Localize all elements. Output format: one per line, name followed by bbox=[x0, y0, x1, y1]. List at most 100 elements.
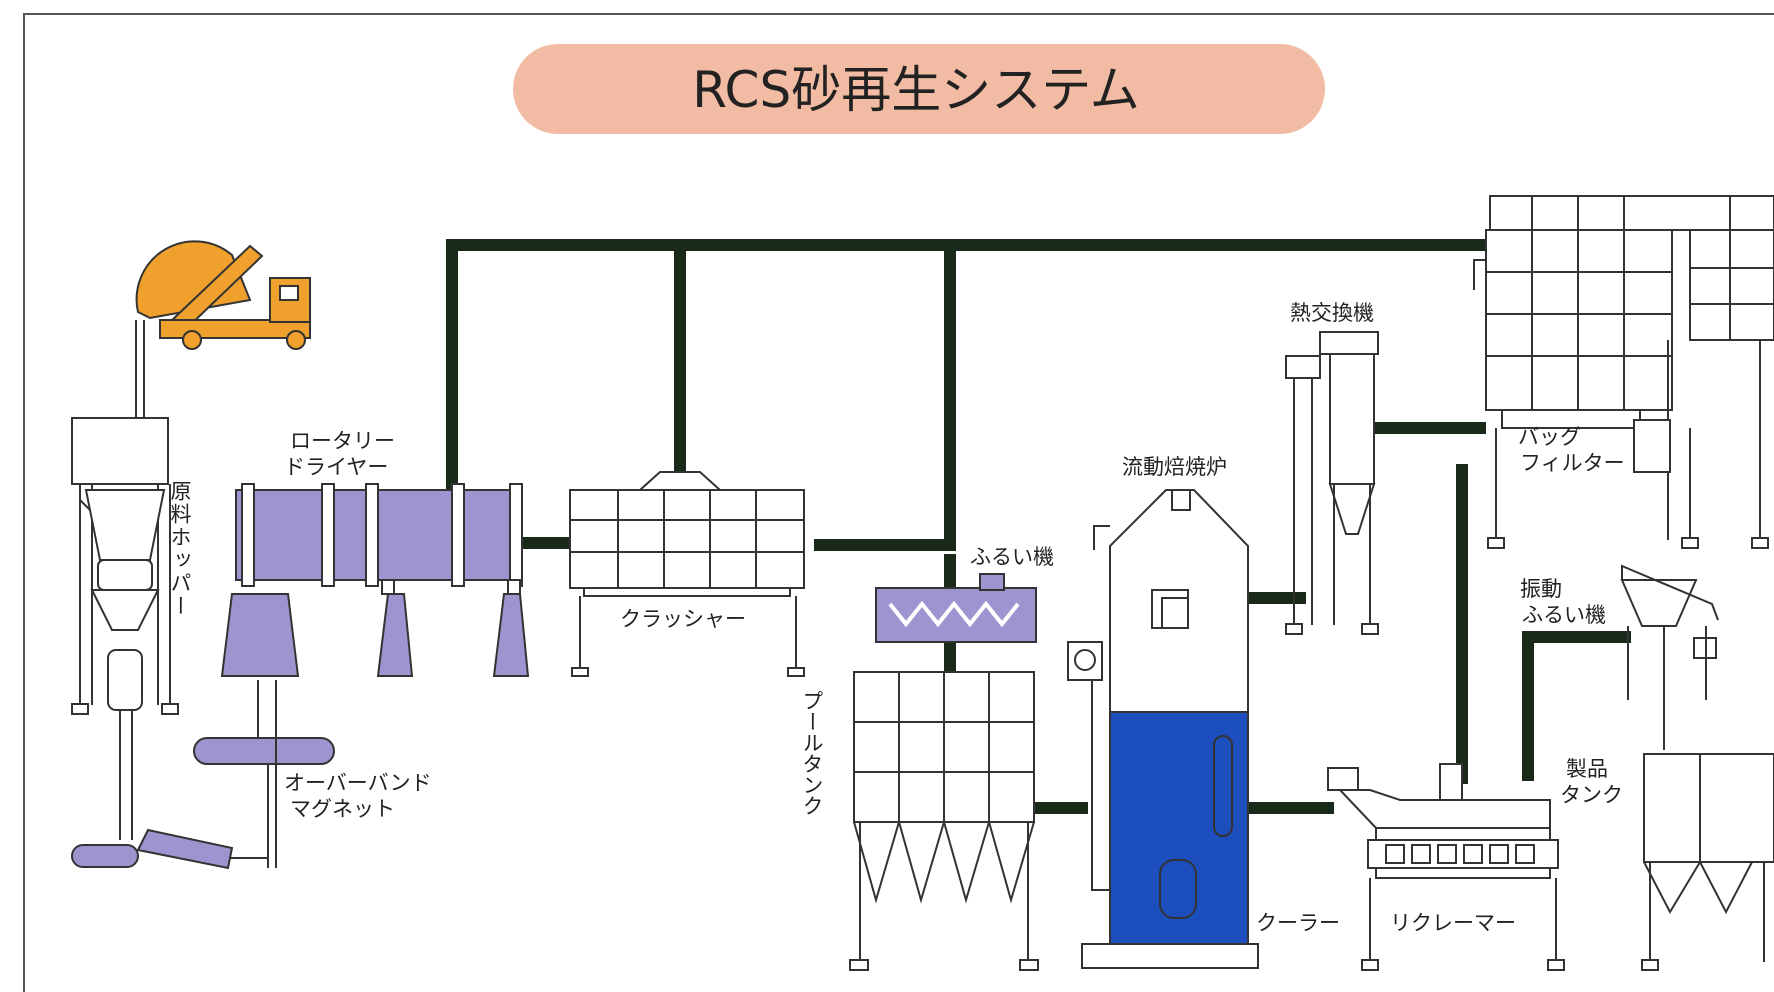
magnet-belt bbox=[193, 737, 335, 765]
label-overband-magnet-2: マグネット bbox=[290, 797, 395, 821]
screen-spring bbox=[888, 600, 1020, 628]
label-reclaimer: リクレーマー bbox=[1390, 911, 1516, 935]
truck-wheel bbox=[286, 330, 306, 350]
title-banner: RCS砂再生システム bbox=[513, 44, 1325, 134]
hopper-neck bbox=[97, 559, 153, 591]
duct-reclaimer-vibscreen bbox=[1522, 631, 1631, 781]
vibrating-screen bbox=[1620, 564, 1719, 750]
label-pool-tank: プールタンク bbox=[800, 690, 824, 816]
roaster-stack bbox=[1171, 489, 1191, 511]
bagfilter-foot bbox=[1487, 537, 1505, 549]
roaster-side-pipe bbox=[1091, 650, 1110, 891]
reclaimer-foot bbox=[1361, 959, 1379, 971]
label-rotary-dryer-1: ロータリー bbox=[290, 429, 395, 453]
reclaimer-foot bbox=[1547, 959, 1565, 971]
hopper-foot bbox=[71, 703, 89, 715]
reclaimer bbox=[1327, 763, 1565, 971]
crusher-foot bbox=[787, 667, 805, 677]
roaster-gauge bbox=[1213, 735, 1233, 837]
outer-border bbox=[23, 13, 1774, 992]
fluid-roaster bbox=[1067, 489, 1259, 969]
hx-top bbox=[1319, 331, 1379, 355]
label-overband-magnet-1: オーバーバンド bbox=[284, 771, 432, 795]
dump-truck bbox=[135, 240, 311, 350]
dryer-neck bbox=[507, 579, 521, 595]
label-cooler: クーラー bbox=[1256, 911, 1340, 935]
reclaimer-inlet bbox=[1327, 767, 1359, 791]
truck-load bbox=[135, 240, 252, 320]
pool-tank bbox=[849, 671, 1039, 971]
hx-foot bbox=[1285, 623, 1303, 635]
inclined-conveyor bbox=[136, 828, 234, 870]
reclaimer-cell bbox=[1437, 844, 1457, 864]
label-crusher: クラッシャー bbox=[620, 607, 746, 631]
pooltank-foot bbox=[1019, 959, 1039, 971]
hx-foot bbox=[1361, 623, 1379, 635]
title-pill bbox=[513, 44, 1325, 134]
label-bag-filter-1: バッグ bbox=[1518, 425, 1581, 449]
crusher bbox=[569, 471, 805, 677]
reclaimer-cell bbox=[1411, 844, 1431, 864]
crusher-hood bbox=[637, 471, 723, 491]
hopper-feeder bbox=[107, 649, 143, 711]
roaster-window-inner bbox=[1161, 597, 1189, 629]
roaster-pipe bbox=[1093, 525, 1110, 550]
hx-body bbox=[1329, 353, 1375, 485]
roaster-burner-fan bbox=[1074, 649, 1096, 671]
screen-sieve bbox=[875, 573, 1037, 643]
label-fluid-roaster: 流動焙焼炉 bbox=[1122, 455, 1227, 479]
bagfilter-foot bbox=[1681, 537, 1699, 549]
label-hopper: 原料ホッパー bbox=[168, 480, 192, 618]
bagfilter-top bbox=[1489, 195, 1774, 231]
bottom-conveyor bbox=[71, 828, 268, 870]
duct-to-screen bbox=[814, 239, 956, 551]
product-tank bbox=[1641, 753, 1774, 971]
pooltank-foot bbox=[849, 959, 869, 971]
bagfilter-aux bbox=[1689, 229, 1774, 341]
vibscreen-chute bbox=[1621, 564, 1719, 621]
dryer-ring bbox=[509, 483, 523, 587]
vibscreen-hopper bbox=[1620, 579, 1698, 627]
label-vibrating-screen-2: ふるい機 bbox=[1522, 603, 1606, 627]
hx-cone bbox=[1328, 483, 1376, 535]
hopper-top bbox=[71, 417, 169, 485]
product-tank-cones bbox=[1643, 859, 1753, 915]
rotary-dryer bbox=[220, 483, 530, 677]
truck-wheel bbox=[182, 330, 202, 350]
dryer-ring bbox=[365, 483, 379, 587]
label-product-tank-2: タンク bbox=[1560, 783, 1623, 807]
reclaimer-cell bbox=[1489, 844, 1509, 864]
product-tank-body bbox=[1643, 753, 1774, 863]
label-screen: ふるい機 bbox=[970, 545, 1054, 569]
crusher-base bbox=[583, 587, 791, 597]
pooltank-cones bbox=[853, 818, 1035, 904]
reclaimer-cell bbox=[1463, 844, 1483, 864]
dryer-neck bbox=[381, 579, 395, 595]
hopper-foot bbox=[161, 703, 179, 715]
overband-magnet bbox=[193, 680, 335, 868]
bagfilter-foot bbox=[1751, 537, 1769, 549]
truck-cab bbox=[269, 277, 311, 323]
bag-filter bbox=[1473, 195, 1774, 549]
raw-material-hopper bbox=[71, 417, 179, 840]
reclaimer-stack bbox=[1439, 763, 1463, 801]
conveyor-belt bbox=[71, 844, 139, 868]
hopper-cone bbox=[84, 489, 166, 561]
roaster-base bbox=[1081, 943, 1259, 969]
dryer-hood bbox=[220, 593, 300, 677]
label-product-tank-1: 製品 bbox=[1566, 757, 1608, 781]
hopper-bottom bbox=[90, 589, 160, 631]
duct-network bbox=[446, 239, 1631, 814]
hx-cap bbox=[1285, 355, 1321, 379]
roaster-hatch bbox=[1159, 859, 1197, 919]
dryer-dust-hopper bbox=[492, 593, 530, 677]
crusher-foot bbox=[571, 667, 589, 677]
product-tank-foot bbox=[1641, 959, 1659, 971]
truck-window bbox=[279, 285, 299, 301]
dryer-ring bbox=[241, 483, 255, 587]
reclaimer-cell bbox=[1385, 844, 1405, 864]
label-vibrating-screen-1: 振動 bbox=[1520, 577, 1562, 601]
diagram-title: RCS砂再生システム bbox=[692, 61, 1139, 119]
